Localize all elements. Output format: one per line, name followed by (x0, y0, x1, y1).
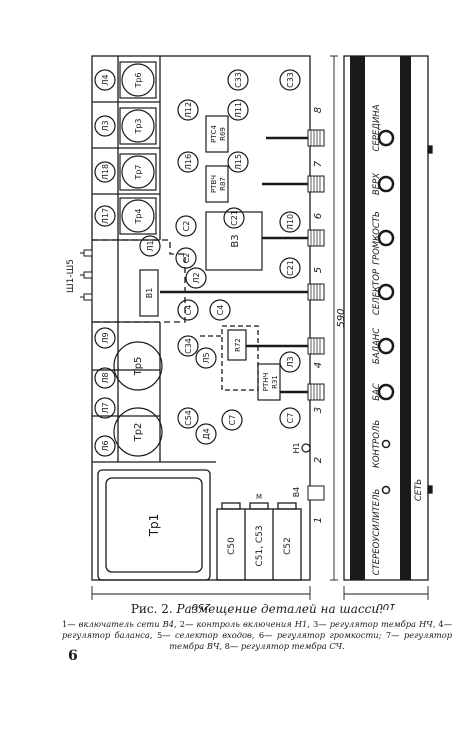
panel-label: СЕРЕДИНА (372, 104, 382, 151)
switch-label: В3 (230, 234, 241, 247)
transformer-label: Тр7 (134, 164, 143, 180)
knob-number: 7 (313, 160, 324, 167)
transformer-label: Тр5 (133, 357, 144, 377)
component-label: Л2 (192, 272, 201, 283)
component-label: Л12 (184, 102, 193, 118)
panel-label: ВЕРХ (372, 173, 382, 195)
knob-number: 8 (313, 107, 324, 113)
caption-items: 1— включатель сети В4, 2— контроль включ… (62, 619, 452, 652)
capacitor-label: С52 (283, 537, 293, 555)
transformer-label: Тр3 (134, 118, 143, 134)
panel-label: СЕЛЕКТОР (372, 268, 382, 315)
dimension-length: 590 (336, 308, 347, 327)
caption-item-number: 6 (258, 630, 265, 640)
capacitor-polarity-label: М (256, 493, 262, 501)
transformer-tp1 (97, 469, 211, 581)
knob-number: 4 (313, 362, 324, 368)
dimension-panel: 100 (376, 601, 395, 610)
caption-title: Рис. 2. Размещение деталей на шасси: (62, 602, 452, 616)
component-label: Л15 (234, 154, 243, 170)
component-label: Л1 (146, 240, 155, 251)
caption-item-text: — селектор входов, (162, 630, 255, 640)
resistor-label: R87 (219, 177, 227, 191)
caption-item-number: 3 (313, 619, 319, 629)
component-label: С2 (182, 221, 191, 232)
caption-item-text: — регулятор громкости; (264, 630, 382, 640)
figure-caption: Рис. 2. Размещение деталей на шасси: 1— … (62, 602, 452, 652)
caption-fig-number: Рис. 2. (130, 602, 173, 616)
page-number: 6 (68, 648, 78, 664)
panel-label: КОНТРОЛЬ (372, 420, 382, 469)
lamp-label: Л18 (101, 164, 110, 180)
component-label: Л3 (286, 356, 295, 367)
connector-label: Ш1-Ш5 (66, 259, 76, 293)
lamp-label: Л4 (101, 74, 110, 85)
caption-item-number: 2 (179, 619, 186, 629)
panel-label: СЕТЬ (414, 479, 424, 501)
chassis-layout-diagram: Л4 Л3 Л18 Л17 Л9 Л8 Л7 Л6 Тр6 Тр3 Тр7 Тр… (66, 55, 433, 610)
resistor-label: R69 (219, 127, 227, 141)
component-label: С4 (184, 305, 193, 316)
knob-number: 3 (313, 407, 324, 413)
transformer-label: Тр6 (134, 72, 143, 88)
panel-label: СТЕРЕОУСИЛИТЕЛЬ (372, 488, 382, 575)
knob-number: 2 (313, 457, 324, 463)
capacitor-label: С50 (227, 537, 237, 555)
component-label: Л10 (286, 214, 295, 230)
resistor-label: РТС4 (210, 125, 218, 143)
indicator-label: Н1 (292, 442, 301, 453)
resistor-label: РТНЧ (262, 373, 270, 392)
resistor-label: R72 (234, 338, 242, 352)
component-label: Д4 (202, 428, 211, 439)
panel-label: БАС (372, 383, 382, 401)
component-label: Л11 (234, 102, 243, 118)
caption-item-number: 8 (224, 641, 230, 651)
switch-label: В4 (292, 487, 301, 498)
lamp-label: Л3 (101, 120, 110, 131)
panel-label: ГРОМКОСТЬ (372, 211, 382, 265)
caption-item-text: — контроль включения Н1, (185, 619, 310, 629)
component-label: С2 (182, 253, 191, 264)
panel-label: БАЛАНС (372, 328, 382, 364)
caption-item-text: — включатель сети В4, (67, 619, 177, 629)
transformer-label: Тр2 (133, 423, 144, 443)
resistor-label: R31 (271, 375, 279, 389)
caption-item-number: 5 (156, 630, 163, 640)
caption-item-text: — регулятор тембра СЧ. (229, 641, 345, 651)
caption-item-number: 7 (385, 630, 392, 640)
component-label: С7 (228, 415, 237, 426)
switch-label: В1 (145, 288, 154, 299)
component-label: С34 (184, 338, 193, 354)
caption-title-text: Размещение деталей на шасси: (176, 602, 384, 616)
component-label: С4 (216, 305, 225, 316)
lamp-label: Л6 (101, 440, 110, 451)
component-label: С54 (184, 410, 193, 426)
lamp-label: Л7 (101, 402, 110, 413)
dimension-width: 250 (191, 601, 210, 610)
capacitor-label: С51, С53 (255, 525, 265, 566)
component-label: С7 (286, 413, 295, 424)
knob-number: 1 (313, 517, 324, 523)
front-panel-outline (343, 55, 429, 581)
knob-number: 6 (313, 213, 324, 219)
lamp-label: Л8 (101, 372, 110, 383)
resistor-label: РТВЧ (210, 175, 218, 193)
knob-number: 5 (313, 267, 324, 273)
component-label: Л5 (202, 352, 211, 363)
caption-item-number: 1 (62, 619, 68, 629)
caption-item-text: — регулятор баланса, (62, 619, 452, 640)
caption-item-number: 4 (438, 619, 444, 629)
transformer-label: Тр1 (147, 514, 161, 538)
component-label: С33 (286, 72, 295, 88)
caption-item-text: — регулятор тембра ВЧ, (169, 630, 453, 651)
lamp-label: Л17 (101, 208, 110, 224)
component-label: С33 (234, 72, 243, 88)
lamp-label: Л9 (101, 332, 110, 343)
component-label: С21 (230, 210, 239, 226)
transformer-label: Тр4 (134, 208, 143, 224)
caption-item-text: — регулятор тембра НЧ, (318, 619, 436, 629)
component-label: С21 (286, 260, 295, 276)
component-label: Л16 (184, 154, 193, 170)
